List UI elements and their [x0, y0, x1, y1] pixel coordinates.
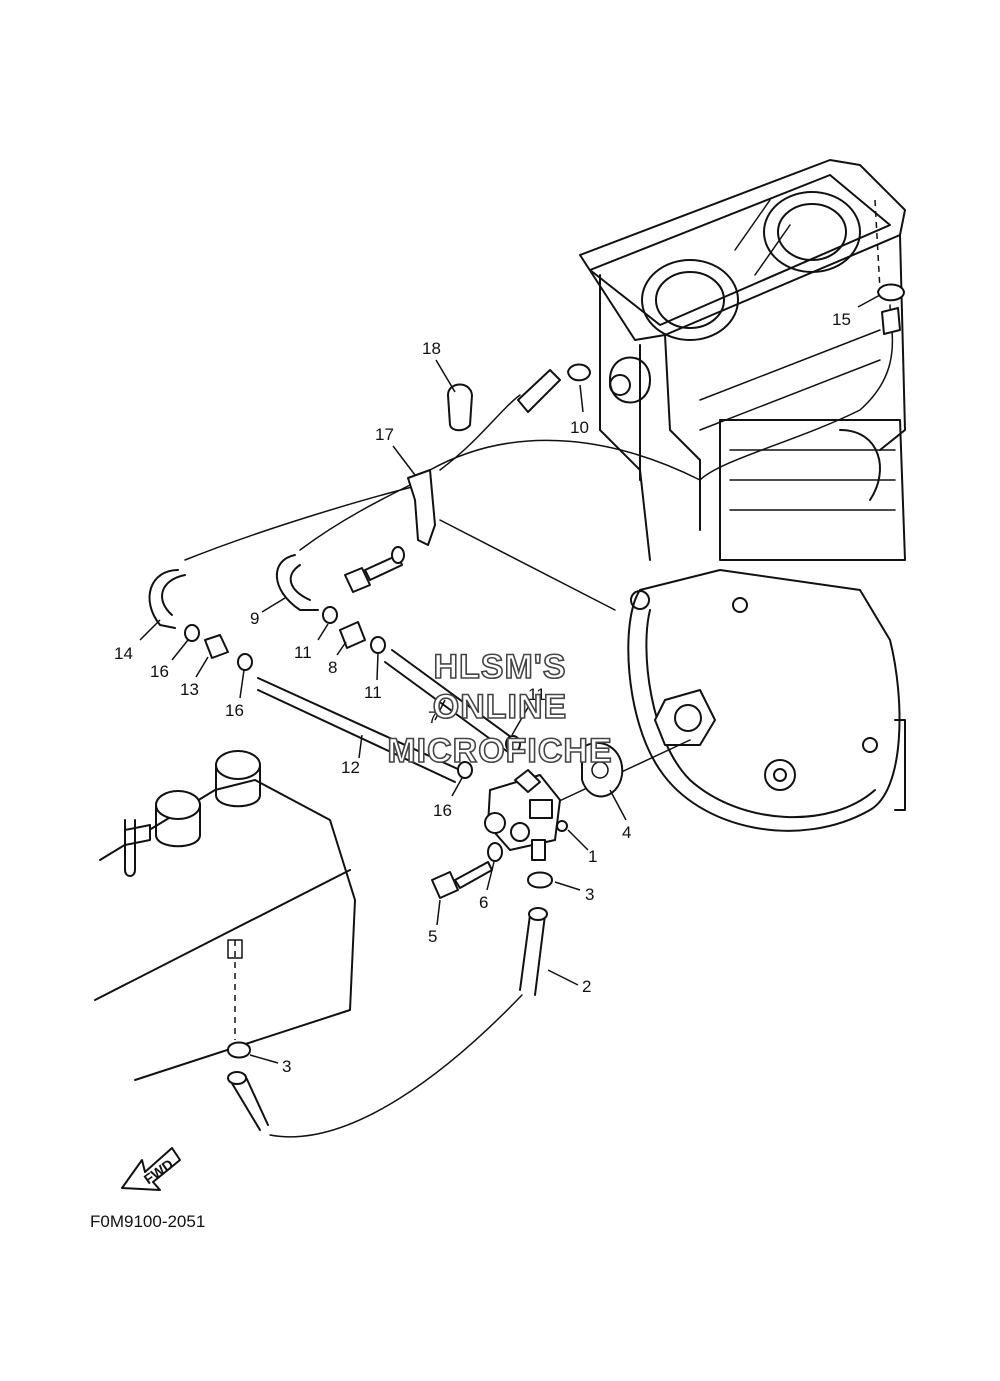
callout-7: 7: [428, 708, 437, 727]
callout-17: 17: [375, 425, 394, 444]
callout-18: 18: [422, 339, 441, 358]
callout-11-c: 11: [528, 685, 546, 704]
watermark: HLSM'S ONLINE MICROFICHE: [387, 647, 613, 771]
callout-14: 14: [114, 644, 133, 663]
callout-8: 8: [328, 658, 337, 677]
callout-13: 13: [180, 680, 199, 699]
fuel-tank: [94, 750, 356, 1081]
callout-11-b: 11: [364, 683, 382, 702]
callout-11-a: 11: [294, 643, 312, 662]
callout-9: 9: [250, 609, 259, 628]
callout-3-upper: 3: [585, 885, 594, 904]
watermark-line-1: HLSM'S: [433, 648, 566, 686]
callout-4: 4: [622, 823, 631, 842]
callout-2: 2: [582, 977, 591, 996]
callout-12: 12: [341, 758, 360, 777]
callout-10: 10: [570, 418, 589, 437]
callout-6: 6: [479, 893, 488, 912]
engine-block: [579, 159, 906, 832]
callout-16-a: 16: [150, 662, 169, 681]
callout-3-lower: 3: [282, 1057, 291, 1076]
fuel-hoses: [148, 304, 894, 1138]
small-parts: [184, 283, 905, 1059]
callout-15: 15: [832, 310, 851, 329]
figure-code: F0M9100-2051: [90, 1212, 205, 1231]
callout-16-c: 16: [433, 801, 452, 820]
callout-1: 1: [588, 847, 597, 866]
callout-labels: 1 2 3 3 4 5 6 7 8 9 10 11 11 11 12 13 14…: [114, 310, 851, 1076]
callout-5: 5: [428, 927, 437, 946]
callout-16-b: 16: [225, 701, 244, 720]
watermark-line-2: ONLINE: [433, 688, 567, 726]
leader-lines: [139, 294, 881, 1064]
forward-arrow-icon: FWD: [121, 1147, 181, 1191]
watermark-line-3: MICROFICHE: [387, 732, 612, 770]
